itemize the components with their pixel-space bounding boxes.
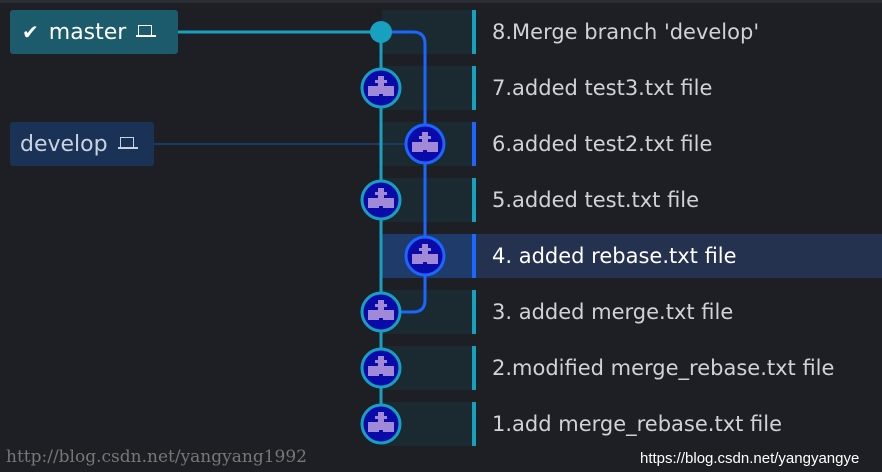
avatar-pixel-icon — [375, 192, 387, 195]
avatar-pixel-icon — [368, 92, 379, 96]
avatar-pixel-icon — [378, 419, 384, 422]
avatar-pixel-icon — [375, 80, 387, 83]
avatar-pixel-icon — [368, 316, 379, 320]
avatar-pixel-icon — [368, 422, 394, 428]
avatar-pixel-icon — [375, 92, 387, 94]
branch-label-master[interactable]: ✔ master — [10, 10, 178, 54]
avatar-pixel-icon — [378, 363, 384, 366]
avatar-pixel-icon — [378, 300, 384, 304]
avatar-pixel-icon — [383, 204, 394, 208]
avatar-pixel-icon — [368, 372, 379, 376]
avatar-pixel-icon — [422, 251, 428, 254]
row-accent — [472, 66, 476, 110]
avatar-pixel-icon — [419, 248, 431, 251]
avatar-pixel-icon — [378, 307, 384, 310]
commit-message: 5.added test.txt file — [492, 188, 700, 212]
develop-lane — [381, 30, 427, 314]
branch-name: develop — [20, 131, 108, 157]
commit-row[interactable]: 5.added test.txt file — [382, 178, 882, 222]
row-accent — [472, 346, 476, 390]
avatar-pixel-icon — [427, 260, 438, 264]
row-accent — [472, 178, 476, 222]
avatar-pixel-icon — [375, 372, 387, 374]
commit-message: 3. added merge.txt file — [492, 300, 734, 324]
avatar-pixel-icon — [378, 76, 384, 80]
avatar-pixel-icon — [419, 136, 431, 139]
avatar-pixel-icon — [419, 148, 431, 150]
commit-message: 4. added rebase.txt file — [492, 244, 737, 268]
avatar-pixel-icon — [383, 316, 394, 320]
avatar-pixel-icon — [412, 254, 438, 260]
laptop-icon — [136, 25, 157, 39]
avatar-pixel-icon — [422, 244, 428, 248]
avatar-pixel-icon — [412, 148, 423, 152]
avatar-pixel-icon — [427, 148, 438, 152]
avatar-pixel-icon — [368, 204, 379, 208]
avatar-pixel-icon — [412, 142, 438, 148]
avatar-pixel-icon — [375, 304, 387, 307]
avatar-pixel-icon — [412, 260, 423, 264]
row-accent — [472, 234, 476, 278]
merge-commit-dot — [370, 21, 392, 43]
avatar-pixel-icon — [378, 356, 384, 360]
commit-message: 8.Merge branch 'develop' — [492, 20, 760, 44]
checkmark-icon: ✔ — [22, 20, 39, 44]
avatar-pixel-icon — [368, 428, 379, 432]
avatar-pixel-icon — [375, 416, 387, 419]
watermark: https://blog.csdn.net/yangyangye — [640, 450, 860, 467]
commit-message: 2.modified merge_rebase.txt file — [492, 356, 835, 380]
row-accent — [472, 402, 476, 446]
avatar-pixel-icon — [368, 198, 394, 204]
row-accent — [472, 10, 476, 54]
avatar-pixel-icon — [378, 412, 384, 416]
laptop-icon — [117, 137, 138, 151]
avatar-pixel-icon — [383, 92, 394, 96]
avatar-pixel-icon — [422, 139, 428, 142]
branch-label-develop[interactable]: develop — [10, 122, 154, 166]
commit-message: 6.added test2.txt file — [492, 132, 713, 156]
commit-row[interactable]: 3. added merge.txt file — [382, 290, 882, 334]
avatar-pixel-icon — [378, 188, 384, 192]
commit-message: 1.add merge_rebase.txt file — [492, 412, 783, 436]
row-accent — [472, 290, 476, 334]
watermark: http://blog.csdn.net/yangyang1992 — [6, 447, 307, 467]
commit-row[interactable]: 7.added test3.txt file — [382, 66, 882, 110]
avatar-pixel-icon — [368, 310, 394, 316]
avatar-pixel-icon — [422, 132, 428, 136]
row-accent — [472, 122, 476, 166]
avatar-pixel-icon — [368, 86, 394, 92]
commit-message: 7.added test3.txt file — [492, 76, 713, 100]
branch-name: master — [48, 19, 127, 45]
avatar-pixel-icon — [375, 204, 387, 206]
avatar-pixel-icon — [378, 195, 384, 198]
avatar-pixel-icon — [378, 83, 384, 86]
avatar-pixel-icon — [375, 428, 387, 430]
commit-row[interactable]: 8.Merge branch 'develop' — [382, 10, 882, 54]
avatar-pixel-icon — [383, 428, 394, 432]
avatar-pixel-icon — [375, 316, 387, 318]
avatar-pixel-icon — [383, 372, 394, 376]
commit-row[interactable]: 2.modified merge_rebase.txt file — [382, 346, 882, 390]
avatar-pixel-icon — [419, 260, 431, 262]
top-border — [0, 0, 882, 3]
avatar-pixel-icon — [375, 360, 387, 363]
avatar-pixel-icon — [368, 366, 394, 372]
